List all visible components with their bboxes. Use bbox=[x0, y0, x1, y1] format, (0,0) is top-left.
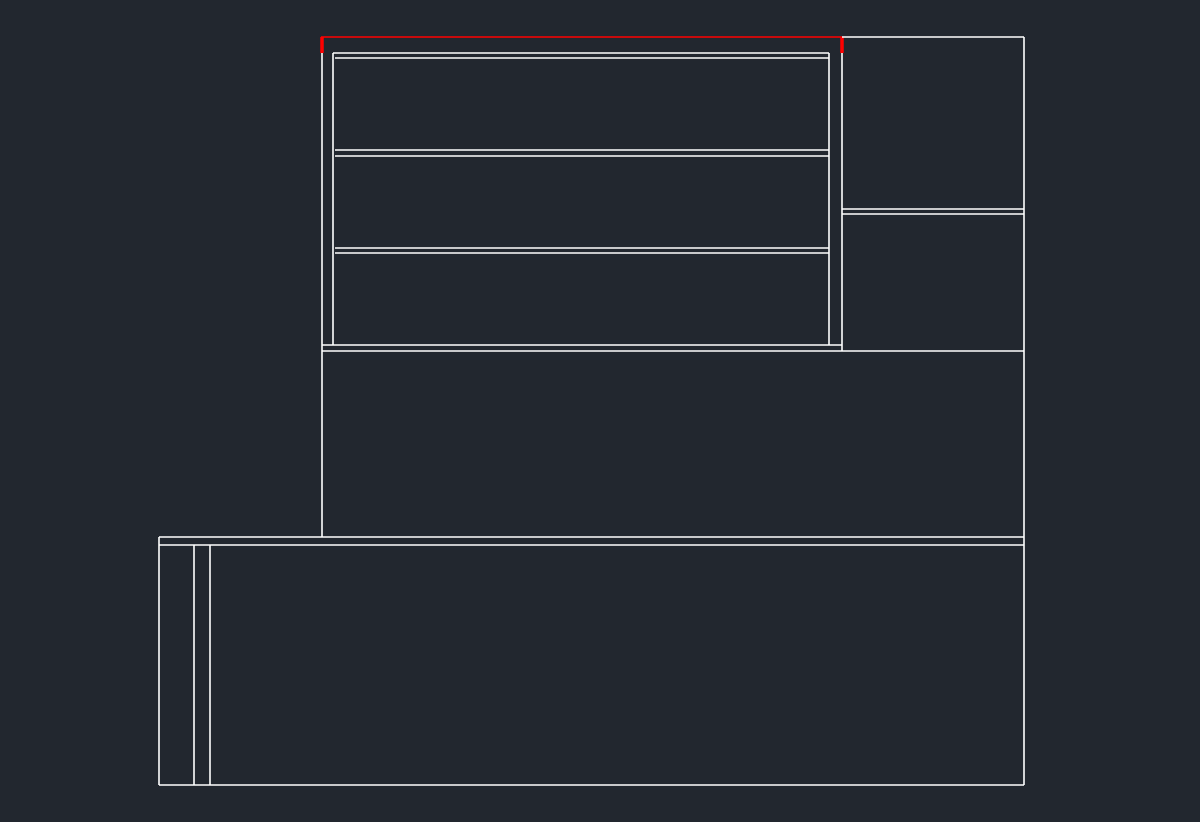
cabinet-shelves[interactable] bbox=[335, 149, 829, 254]
right-side-panel[interactable] bbox=[842, 36, 1025, 785]
upper-cabinet[interactable] bbox=[321, 52, 1024, 537]
highlighted-top-edge[interactable] bbox=[320, 36, 844, 53]
lower-base-unit[interactable] bbox=[158, 536, 1024, 786]
